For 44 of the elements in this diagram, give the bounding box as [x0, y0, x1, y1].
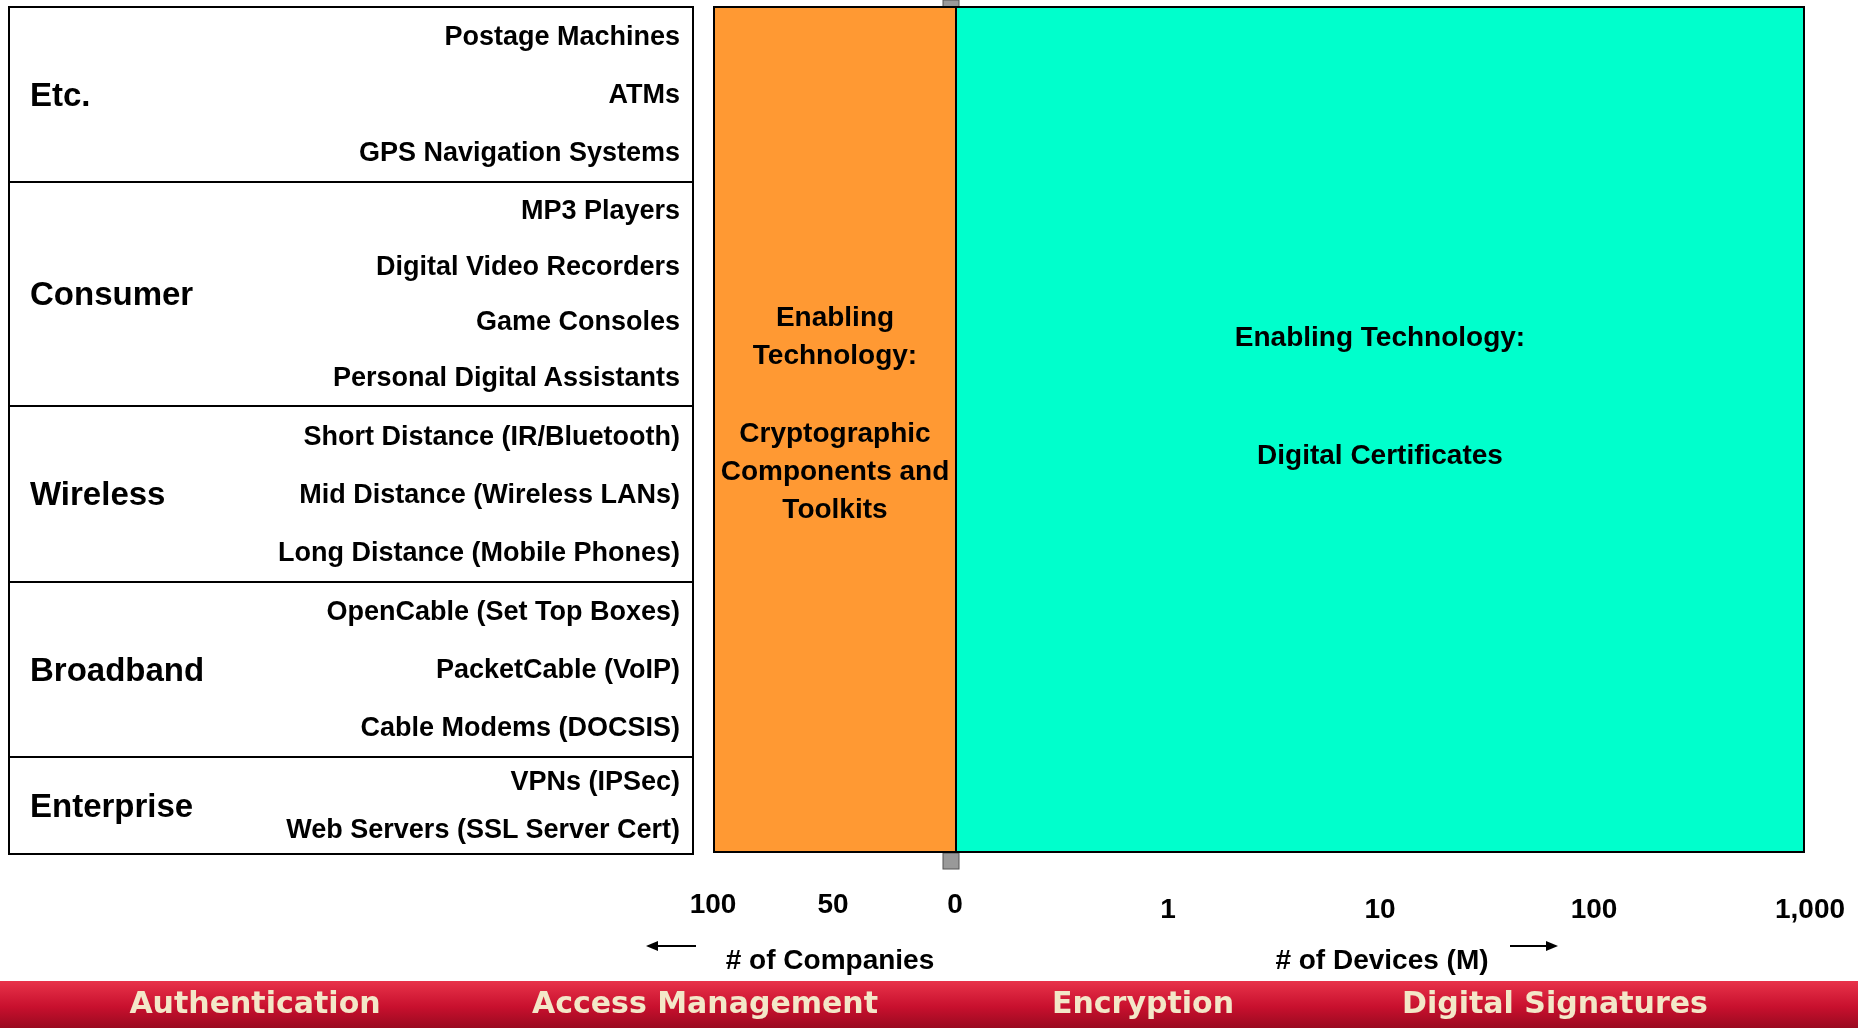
category-heading: Wireless: [30, 475, 166, 513]
application-item: Web Servers (SSL Server Cert): [286, 813, 680, 845]
category-box: [8, 6, 694, 183]
category-heading: Etc.: [30, 75, 91, 114]
technology-band: [955, 6, 1805, 853]
category-box: [8, 181, 694, 407]
application-item: GPS Navigation Systems: [358, 136, 680, 168]
application-item: Personal Digital Assistants: [332, 361, 680, 393]
nav-label: Authentication: [129, 985, 381, 1020]
category-heading: Consumer: [30, 275, 194, 313]
application-item: VPNs (IPSec): [510, 766, 680, 798]
tick-label: 100: [689, 888, 737, 920]
application-item: Digital Video Recorders: [375, 250, 680, 282]
nav-label: Access Management: [531, 985, 879, 1020]
band-text: Digital Certificates: [1257, 438, 1503, 472]
nav-label: Encryption: [1051, 985, 1235, 1020]
category-heading: Enterprise: [30, 786, 194, 825]
application-item: Long Distance (Mobile Phones): [277, 536, 680, 568]
tick-label: 0: [947, 888, 963, 920]
application-item: OpenCable (Set Top Boxes): [326, 596, 680, 628]
category-box: [8, 756, 694, 855]
tick-label: 50: [817, 888, 849, 920]
category-box: [8, 581, 694, 758]
application-item: Postage Machines: [444, 21, 680, 53]
tick-label: 10: [1364, 893, 1396, 925]
application-item: Short Distance (IR/Bluetooth): [303, 420, 680, 452]
category-box: [8, 405, 694, 583]
application-item: ATMs: [608, 79, 680, 110]
tick-label: 100: [1570, 893, 1618, 925]
band-heading: Enabling Technology:: [1234, 320, 1526, 354]
band-text: Cryptographic Components and Toolkits: [719, 416, 951, 526]
technology-band: [713, 6, 957, 853]
tick-label: 1,000: [1774, 893, 1846, 925]
tick-label: 1: [1160, 893, 1176, 925]
application-item: Cable Modems (DOCSIS): [360, 711, 680, 743]
application-item: Mid Distance (Wireless LANs): [299, 478, 680, 510]
axis-label: # of Devices (M): [1275, 944, 1489, 976]
application-item: PacketCable (VoIP): [435, 654, 680, 685]
category-heading: Broadband: [30, 650, 205, 689]
application-item: MP3 Players: [520, 195, 680, 227]
band-heading: Enabling Technology:: [751, 300, 919, 372]
axis-label: # of Companies: [725, 944, 935, 976]
nav-label: Digital Signatures: [1402, 985, 1708, 1020]
application-item: Game Consoles: [475, 306, 680, 338]
